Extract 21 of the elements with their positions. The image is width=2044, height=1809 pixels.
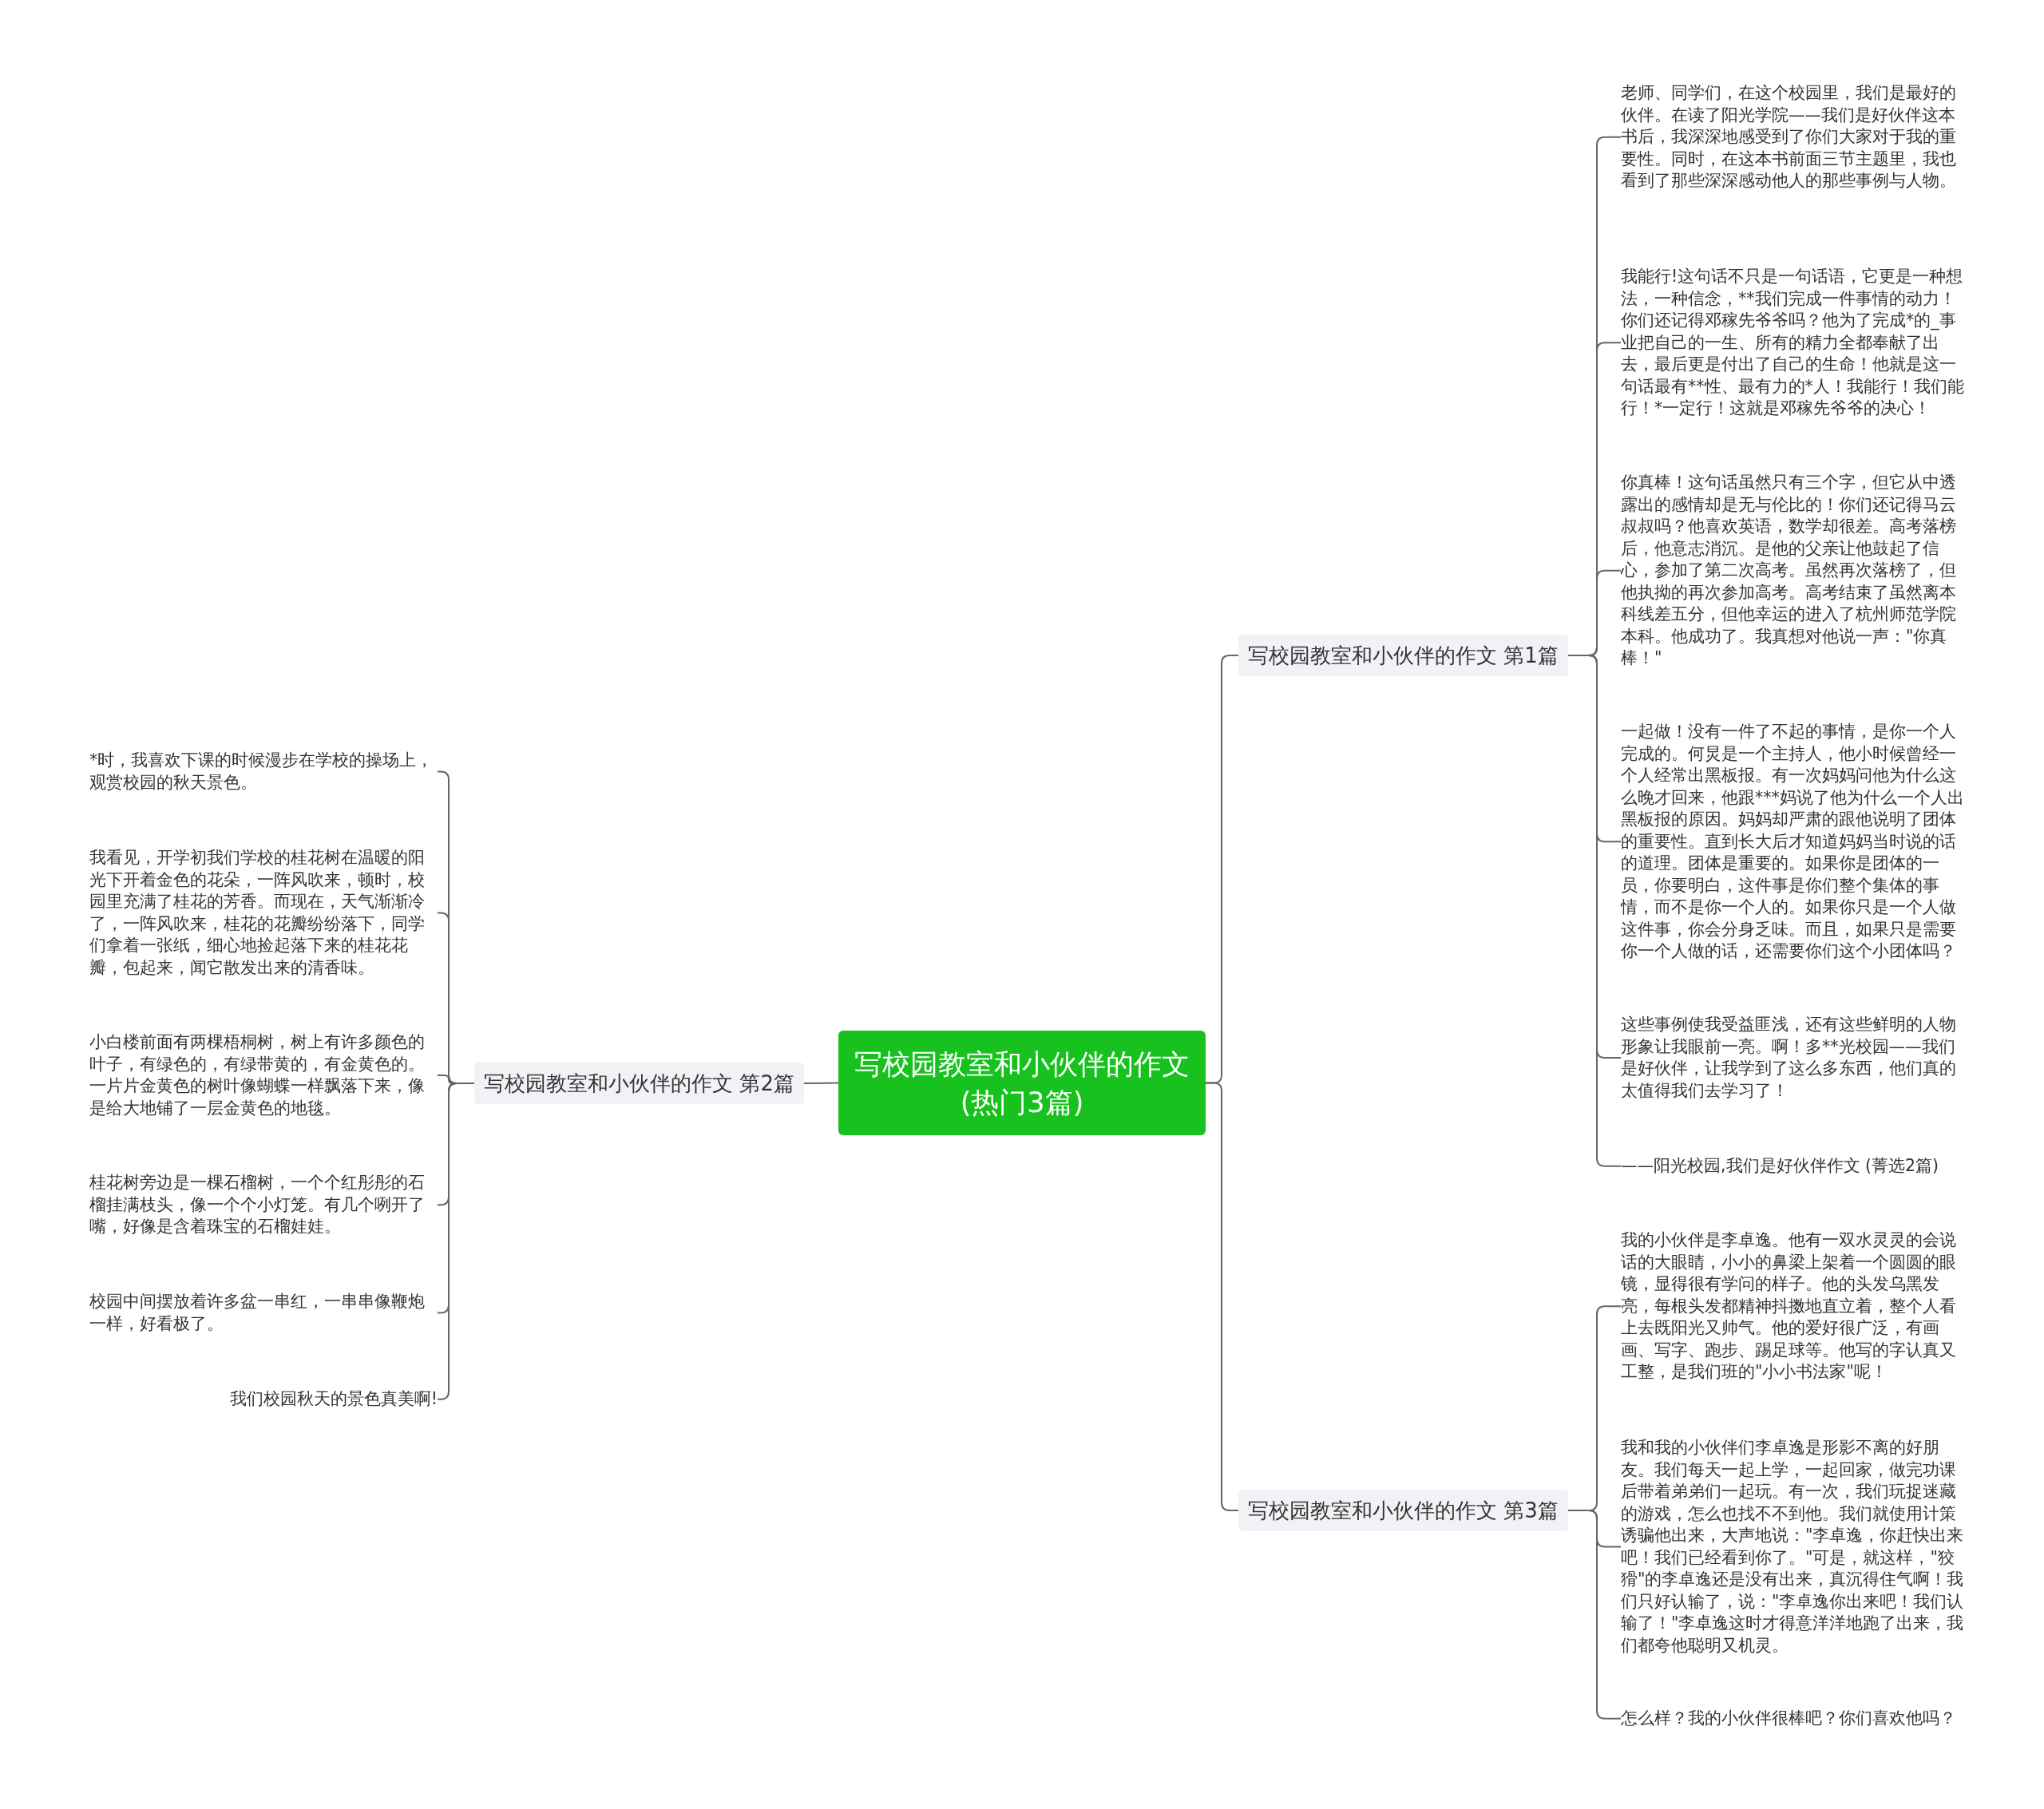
text-leaf: 我能行!这句话不只是一句话语，它更是一种想法，一种信念，**我们完成一件事情的动力！你们还记得邓稼先爷爷吗？他为了完成*的_事业把自己的一生、所有的精力全都奉献了出去，最后更是付出了自己的生命！他就是这一句话最有**性、最有力的*人！我能行！我们能行！*一定行！这就是邓稼先爷爷的决心！ — [1621, 266, 1969, 420]
text-leaf: 校园中间摆放着许多盆一串红，一串串像鞭炮一样，好看极了。 — [89, 1291, 438, 1335]
text-leaf: 这些事例使我受益匪浅，还有这些鲜明的人物形象让我眼前一亮。啊！多**光校园——我们是好伙伴，让我学到了这么多东西，他们真的太值得我们去学习了！ — [1621, 1014, 1969, 1102]
text-leaf: 我的小伙伴是李卓逸。他有一双水灵灵的会说话的大眼睛，小小的鼻梁上架着一个圆圆的眼镜，显得很有学问的样子。他的头发乌黑发亮，每根头发都精神抖擞地直立着，整个人看上去既阳光又帅气。他的爱好很广泛，有画画、写字、跑步、踢足球等。他写的字认真又工整，是我们班的"小小书法家"呢！ — [1621, 1229, 1969, 1383]
text-leaf: 你真棒！这句话虽然只有三个字，但它从中透露出的感情却是无与伦比的！你们还记得马云叔叔吗？他喜欢英语，数学却很差。高考落榜后，他意志消沉。是他的父亲让他鼓起了信心，参加了第二次高考。虽然再次落榜了，但他执拗的再次参加高考。高考结束了虽然离本科线差五分，但他幸运的进入了杭州师范学院本科。他成功了。我真想对他说一声："你真棒！" — [1621, 472, 1969, 670]
text-leaf: *时，我喜欢下课的时候漫步在学校的操场上，观赏校园的秋天景色。 — [89, 750, 438, 794]
branch-topic: 写校园教室和小伙伴的作文 第3篇 — [1238, 1490, 1568, 1531]
branch-topic: 写校园教室和小伙伴的作文 第2篇 — [474, 1063, 804, 1104]
connector-line — [1205, 1082, 1239, 1511]
text-leaf: 我们校园秋天的景色真美啊! — [229, 1388, 438, 1411]
text-leaf: ——阳光校园,我们是好伙伴作文 (菁选2篇) — [1621, 1155, 1939, 1178]
text-leaf: 桂花树旁边是一棵石榴树，一个个红彤彤的石榴挂满枝头，像一个个小灯笼。有几个咧开了嘴，好像是含着珠宝的石榴娃娃。 — [89, 1172, 438, 1238]
text-leaf: 小白楼前面有两棵梧桐树，树上有许多颜色的叶子，有绿色的，有绿带黄的，有金黄色的。一片片金黄色的树叶像蝴蝶一样飘落下来，像是给大地铺了一层金黄色的地毯。 — [89, 1031, 438, 1119]
text-leaf: 老师、同学们，在这个校园里，我们是最好的伙伴。在读了阳光学院——我们是好伙伴这本书后，我深深地感受到了你们大家对于我的重要性。同时，在这本书前面三节主题里，我也看到了那些深深感动他人的那些事例与人物。 — [1621, 82, 1969, 192]
text-leaf: 怎么样？我的小伙伴很棒吧？你们喜欢他吗？ — [1621, 1708, 1956, 1730]
text-leaf: 我和我的小伙伴们李卓逸是形影不离的好朋友。我们每天一起上学，一起回家，做完功课后带着弟弟们一起玩。有一次，我们玩捉迷藏的游戏，怎么也找不不到他。我们就使用计策诱骗他出来，大声地说："李卓逸，你赶快出来吧！我们已经看到你了。"可是，就这样，"狡猾"的李卓逸还是没有出来，真沉得住气啊！我们只好认输了，说："李卓逸你出来吧！我们认输了！"李卓逸这时才得意洋洋地跑了出来，我们都夸他聪明又机灵。 — [1621, 1437, 1969, 1657]
connector-line — [803, 1082, 839, 1084]
text-leaf: 我看见，开学初我们学校的桂花树在温暖的阳光下开着金色的花朵，一阵风吹来，顿时，校园里充满了桂花的芳香。而现在，天气渐渐冷了，一阵风吹来，桂花的花瓣纷纷落下，同学们拿着一张纸，细心地捡起落下来的桂花花瓣，包起来，闻它散发出来的清香味。 — [89, 847, 438, 979]
text-leaf: 一起做！没有一件了不起的事情，是你一个人完成的。何炅是一个主持人，他小时候曾经一个人经常出黑板报。有一次妈妈问他为什么这么晚才回来，他跟***妈说了他为什么一个人出黑板报的原因。妈妈却严肃的跟他说明了团体的重要性。直到长大后才知道妈妈当时说的话的道理。团体是重要的。如果你是团体的一员，你要明白，这件事是你们整个集体的事情，而不是你一个人的。如果你只是一个人做这件事，你会分身乏味。而且，如果只是需要你一个人做的话，还需要你们这个小团体吗？ — [1621, 721, 1969, 963]
branch-topic: 写校园教室和小伙伴的作文 第1篇 — [1238, 635, 1568, 676]
central-topic: 写校园教室和小伙伴的作文(热门3篇) — [838, 1031, 1206, 1135]
